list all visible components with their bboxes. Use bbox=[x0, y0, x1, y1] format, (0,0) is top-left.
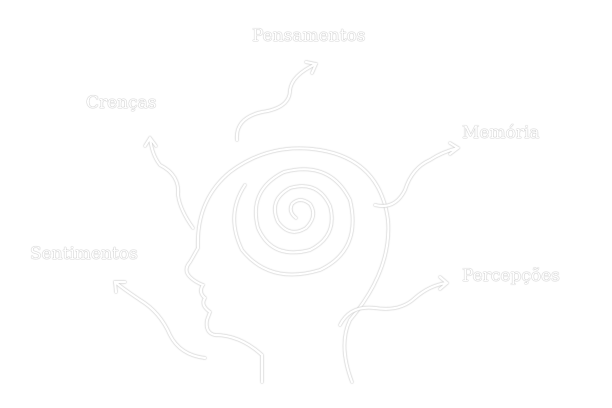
arrow-feelings bbox=[113, 280, 207, 360]
spiral bbox=[233, 168, 354, 276]
arrow-thoughts bbox=[235, 60, 318, 142]
head-outline bbox=[185, 147, 390, 384]
label-beliefs: Crenças bbox=[86, 93, 157, 113]
label-perceptions: Percepções bbox=[462, 266, 560, 286]
label-feelings: Sentimentos bbox=[30, 244, 138, 264]
arrow-perceptions bbox=[338, 275, 449, 327]
label-memory: Memória bbox=[462, 123, 540, 143]
arrow-beliefs bbox=[143, 136, 195, 230]
label-thoughts: Pensamentos bbox=[252, 26, 366, 46]
arrow-memory bbox=[373, 141, 460, 208]
